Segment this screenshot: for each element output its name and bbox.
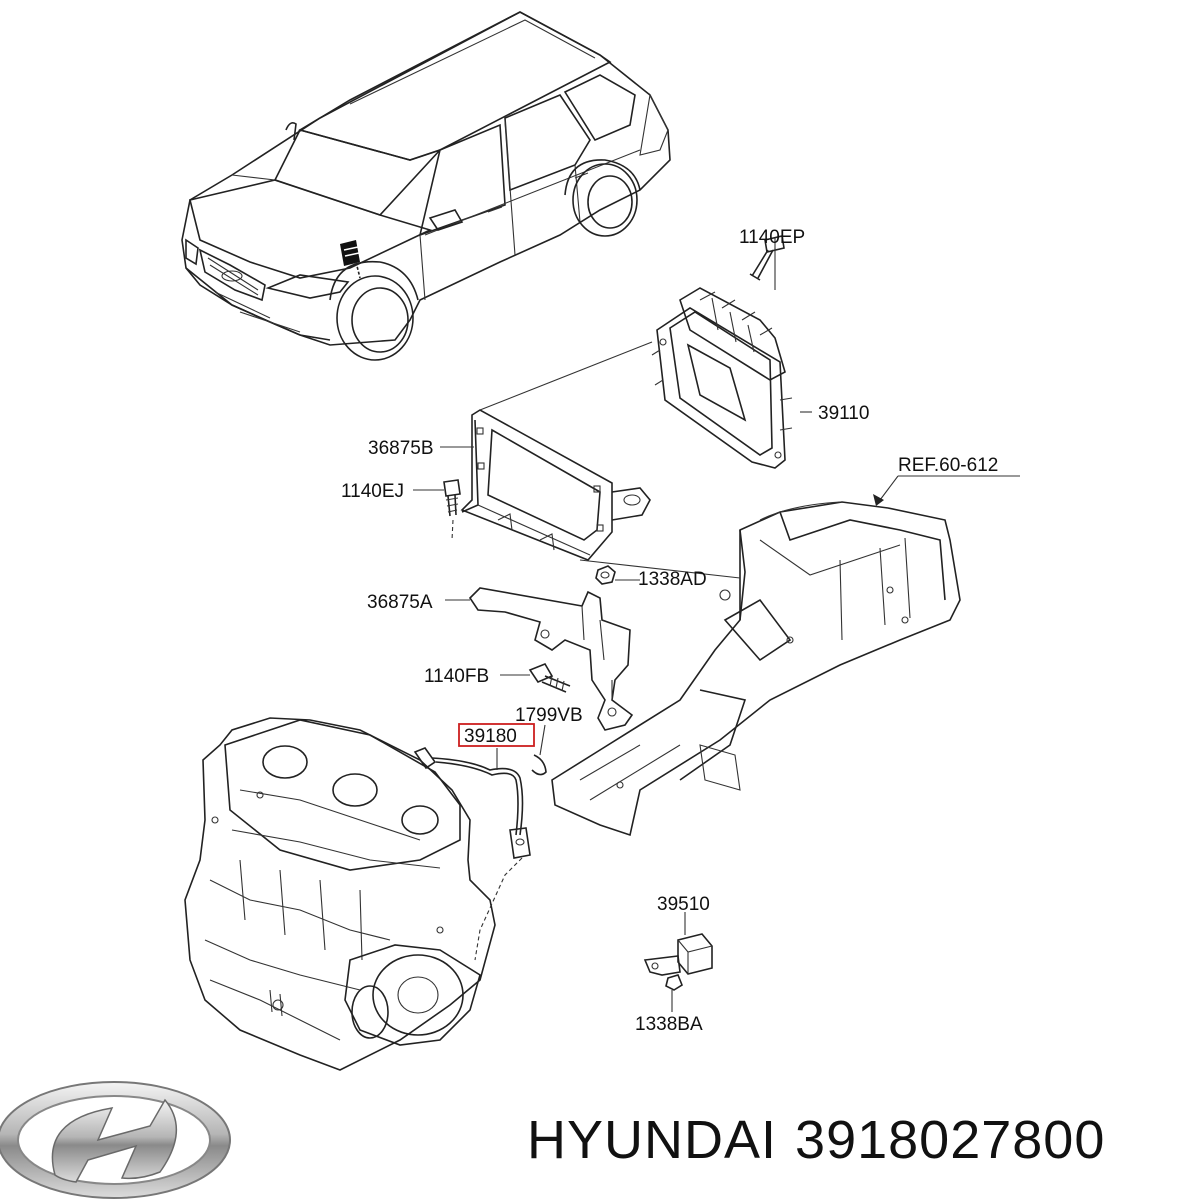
leader-lines — [413, 248, 1020, 1012]
bolt-1140ej — [443, 479, 461, 517]
label-39180: 39180 — [464, 726, 517, 747]
sensor-39180 — [413, 747, 531, 961]
label-1140fb: 1140FB — [424, 666, 489, 687]
label-ref: REF.60-612 — [898, 455, 998, 476]
label-36875a: 36875A — [367, 592, 433, 613]
bolt-1140fb — [528, 663, 571, 693]
nut-1338ad — [595, 565, 616, 585]
brand-name: HYUNDAI — [527, 1110, 778, 1170]
bracket-36875a — [468, 587, 634, 731]
clip-1799vb — [531, 754, 547, 776]
ecu-module-39110 — [651, 287, 793, 469]
label-39510: 39510 — [657, 894, 710, 915]
label-36875b: 36875B — [368, 438, 434, 459]
label-39110: 39110 — [818, 403, 869, 424]
label-1140ep: 1140EP — [739, 227, 805, 248]
vehicle-illustration — [181, 11, 671, 361]
engine-block — [184, 717, 496, 1071]
chassis-member — [551, 501, 961, 837]
label-1799vb: 1799VB — [515, 705, 583, 726]
label-1140ej: 1140EJ — [341, 481, 404, 502]
bolt-1140ep — [749, 235, 785, 281]
label-1338ba: 1338BA — [635, 1014, 703, 1035]
brand-part-caption: HYUNDAI 3918027800 — [527, 1108, 1105, 1172]
bracket-36875b — [460, 409, 651, 561]
part-number: 3918027800 — [795, 1110, 1106, 1170]
label-1338ad: 1338AD — [638, 569, 707, 590]
relay-39510 — [643, 933, 713, 991]
hyundai-logo-icon — [0, 1081, 231, 1199]
highlight-box-39180 — [458, 723, 535, 747]
